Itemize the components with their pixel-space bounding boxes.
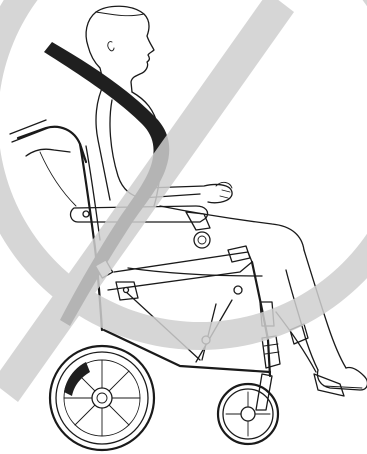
person-torso-back [96,84,110,200]
caster-fork [256,374,272,410]
rear-wheel [50,346,154,450]
person-thigh-bottom [128,268,262,276]
front-caster-wheel [218,374,278,444]
person-hair-line [96,12,144,16]
person-thigh-top [160,206,304,250]
brake-cable [40,152,76,206]
brake-lever [26,149,70,156]
push-handle [18,127,86,162]
prohibition-sign [0,0,367,402]
person-ear [108,42,114,51]
push-handle-grip [10,120,48,142]
seat-pivot [234,286,242,294]
hip-bracket-bolt [124,288,129,293]
armrest-screw-left [83,211,89,217]
armrest-knob [194,232,210,248]
